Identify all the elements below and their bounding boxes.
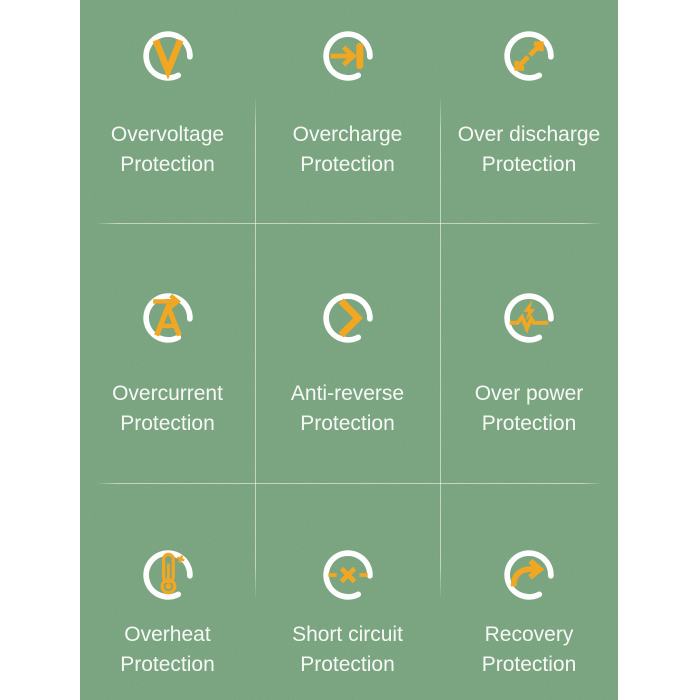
feature-label: Overvoltage Protection	[111, 120, 224, 179]
feature-label: Overcharge Protection	[293, 120, 403, 179]
feature-cell-overcharge: Overcharge Protection	[255, 0, 440, 223]
feature-label: Overcurrent Protection	[112, 379, 223, 438]
overvoltage-icon	[140, 28, 196, 84]
recovery-icon	[501, 547, 557, 603]
feature-label-line1: Short circuit	[292, 623, 403, 646]
feature-label-line1: Over power	[474, 382, 584, 405]
feature-label-line1: Recovery	[484, 623, 574, 646]
overcurrent-icon	[140, 290, 196, 346]
feature-cell-overvoltage: Overvoltage Protection	[80, 0, 255, 223]
feature-label-line2: Protection	[300, 152, 395, 176]
feature-label: Overheat Protection	[120, 620, 215, 679]
feature-label-line2: Protection	[481, 652, 577, 676]
feature-label-line1: Overvoltage	[110, 123, 225, 146]
feature-label-line2: Protection	[481, 152, 577, 176]
feature-cell-over-power: Over power Protection	[440, 223, 618, 483]
feature-label-line1: Overheat	[124, 623, 211, 646]
feature-cell-recovery: Recovery Protection	[440, 483, 618, 700]
feature-cell-overheat: Overheat Protection	[80, 483, 255, 700]
feature-label-line1: Overcharge	[292, 123, 403, 146]
feature-label-line1: Over discharge	[457, 123, 601, 146]
overcharge-icon	[320, 28, 376, 84]
over-power-icon	[501, 290, 557, 346]
feature-label-line2: Protection	[120, 411, 215, 435]
feature-label: Over power Protection	[475, 379, 584, 438]
feature-label-line2: Protection	[481, 411, 577, 435]
left-margin	[0, 0, 80, 700]
feature-cell-short-circuit: Short circuit Protection	[255, 483, 440, 700]
right-margin	[618, 0, 700, 700]
feature-label-line2: Protection	[300, 411, 395, 435]
feature-label-line2: Protection	[120, 152, 215, 176]
feature-label: Recovery Protection	[482, 620, 577, 679]
feature-label-line2: Protection	[300, 652, 395, 676]
feature-label-line1: Overcurrent	[112, 382, 223, 405]
feature-label-line2: Protection	[120, 652, 215, 676]
feature-label: Anti-reverse Protection	[291, 379, 404, 438]
feature-cell-anti-reverse: Anti-reverse Protection	[255, 223, 440, 483]
feature-cell-overcurrent: Overcurrent Protection	[80, 223, 255, 483]
feature-grid: Overvoltage Protection Overcharge Protec…	[80, 0, 618, 700]
feature-label: Over discharge Protection	[458, 120, 600, 179]
anti-reverse-icon	[320, 290, 376, 346]
over-discharge-icon	[501, 28, 557, 84]
feature-label: Short circuit Protection	[292, 620, 403, 679]
short-circuit-icon	[320, 547, 376, 603]
overheat-icon	[140, 547, 196, 603]
feature-cell-over-discharge: Over discharge Protection	[440, 0, 618, 223]
protection-grid-panel: Overvoltage Protection Overcharge Protec…	[80, 0, 618, 700]
feature-label-line1: Anti-reverse	[290, 382, 405, 405]
